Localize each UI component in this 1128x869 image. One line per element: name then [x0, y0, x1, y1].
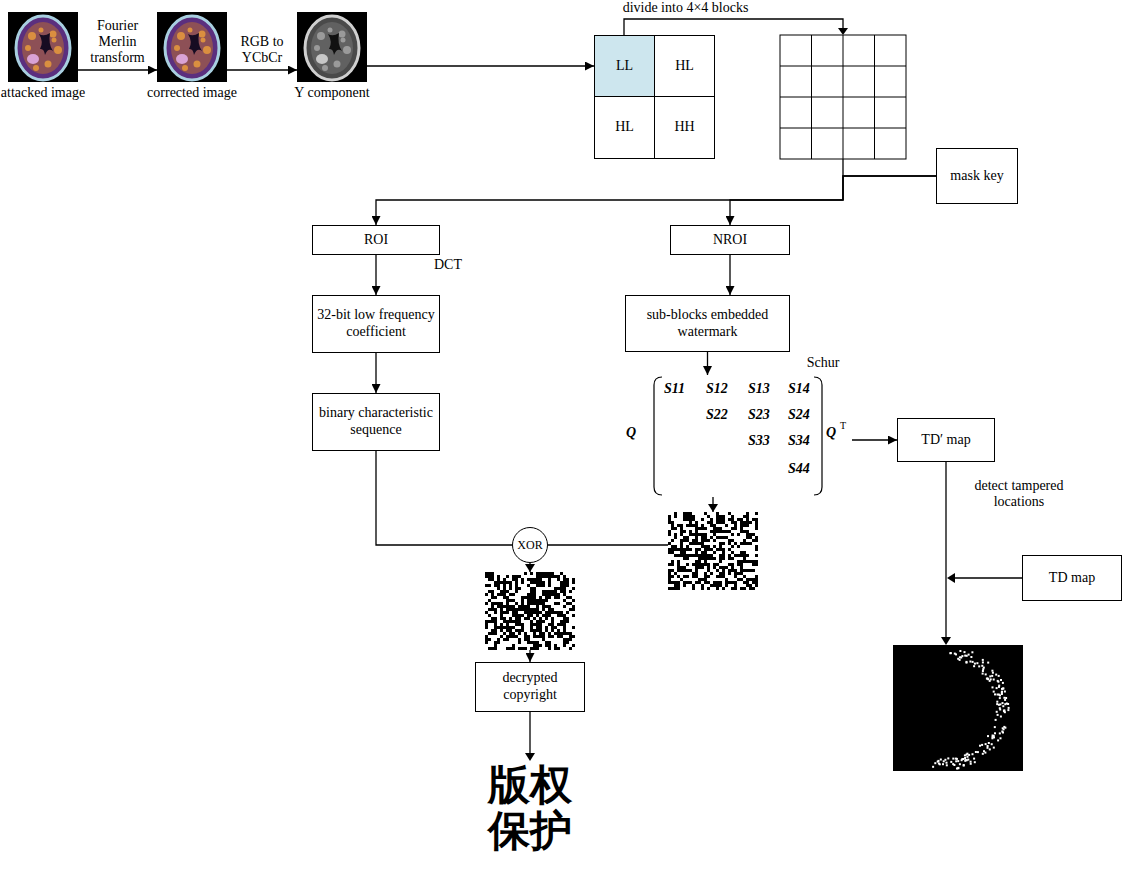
annotation: divide into 4×4 blocks [598, 0, 773, 16]
box-label: HH [674, 119, 694, 136]
arrow-head [838, 28, 848, 35]
matrix-entry: S44 [788, 461, 810, 478]
connector [375, 255, 376, 295]
box-label: ROI [364, 232, 388, 249]
schur-matrix: QS11S12S13S14S22S23S24S33S34S44QT [620, 375, 852, 497]
process-box: decrypted copyright [475, 662, 585, 712]
box-label: 32-bit low frequency coefficient [317, 307, 435, 341]
box-label: HL [615, 119, 634, 136]
image-caption: corrected image [147, 85, 237, 102]
copyright-text: 版权 保护 [484, 762, 576, 854]
connector [548, 497, 713, 545]
matrix-entry: Q [826, 425, 836, 442]
matrix-entry: S12 [706, 381, 728, 398]
arrow-head [525, 753, 535, 761]
image-panel: attacked image [8, 12, 78, 82]
image-panel: corrected image [157, 12, 227, 82]
process-box: 32-bit low frequency coefficient [312, 295, 440, 353]
connector [375, 353, 376, 393]
process-box: sub-blocks embedded watermark [625, 295, 790, 352]
scrambled-watermark [485, 572, 575, 650]
connector [730, 176, 936, 225]
leader-line [529, 712, 530, 756]
connector [707, 352, 708, 375]
box-label: TD map [1049, 570, 1095, 587]
subband-cell: HH [654, 96, 715, 159]
box-label: sub-blocks embedded watermark [630, 307, 785, 341]
brain-scan [157, 12, 227, 82]
annotation: Schur [798, 355, 848, 371]
subband-cell: HL [594, 96, 655, 159]
matrix-entry: S11 [664, 381, 685, 398]
matrix-entry: S14 [788, 381, 810, 398]
matrix-entry: S22 [706, 407, 728, 424]
map-box: TD map [1022, 555, 1122, 601]
tamper-map-image [893, 645, 1023, 771]
arrow-head [941, 637, 951, 645]
image-panel: Y component [297, 12, 367, 82]
matrix-entry: S33 [748, 433, 770, 450]
image-caption: attacked image [1, 85, 85, 102]
box-label: LL [616, 58, 633, 75]
box-label: TD′ map [921, 432, 970, 449]
connector [729, 255, 730, 295]
matrix-entry: S24 [788, 407, 810, 424]
process-box: binary characteristic sequence [312, 393, 440, 451]
leader-line [945, 462, 946, 639]
edge-label: Fourier Merlin transform [82, 18, 154, 66]
map-box: TD′ map [897, 418, 995, 462]
leader-line [624, 19, 843, 35]
box-label: binary characteristic sequence [317, 405, 435, 439]
annotation: DCT [428, 257, 468, 273]
connector [78, 69, 157, 70]
brain-scan [8, 12, 78, 82]
box-label: mask key [950, 168, 1003, 185]
image-caption: Y component [294, 85, 369, 102]
box-label: HL [675, 58, 694, 75]
box-label: NROI [713, 232, 747, 249]
box-label: decrypted copyright [480, 670, 580, 704]
scrambled-watermark [668, 512, 758, 590]
leader-line [954, 577, 1022, 578]
matrix-entry: S13 [748, 381, 770, 398]
brain-scan [297, 12, 367, 82]
annotation: detect tampered locations [960, 478, 1078, 510]
connector [376, 176, 936, 225]
xor-circle: XOR [512, 527, 548, 563]
matrix-brackets [620, 375, 852, 497]
subband-cell: LL [594, 35, 655, 97]
block-grid [780, 35, 906, 159]
subband-cell: HL [654, 35, 715, 97]
process-box: NROI [670, 225, 790, 255]
matrix-entry: T [840, 420, 846, 432]
matrix-entry: Q [626, 425, 636, 442]
key-box: mask key [936, 148, 1018, 204]
connector [852, 439, 897, 440]
connector [367, 65, 594, 66]
connector [227, 69, 297, 70]
edge-label: RGB to YCbCr [230, 34, 294, 66]
box-label: XOR [517, 538, 542, 552]
matrix-entry: S23 [748, 407, 770, 424]
connector [376, 451, 512, 545]
arrow-head [947, 573, 955, 583]
process-box: ROI [312, 225, 440, 255]
matrix-entry: S34 [788, 433, 810, 450]
